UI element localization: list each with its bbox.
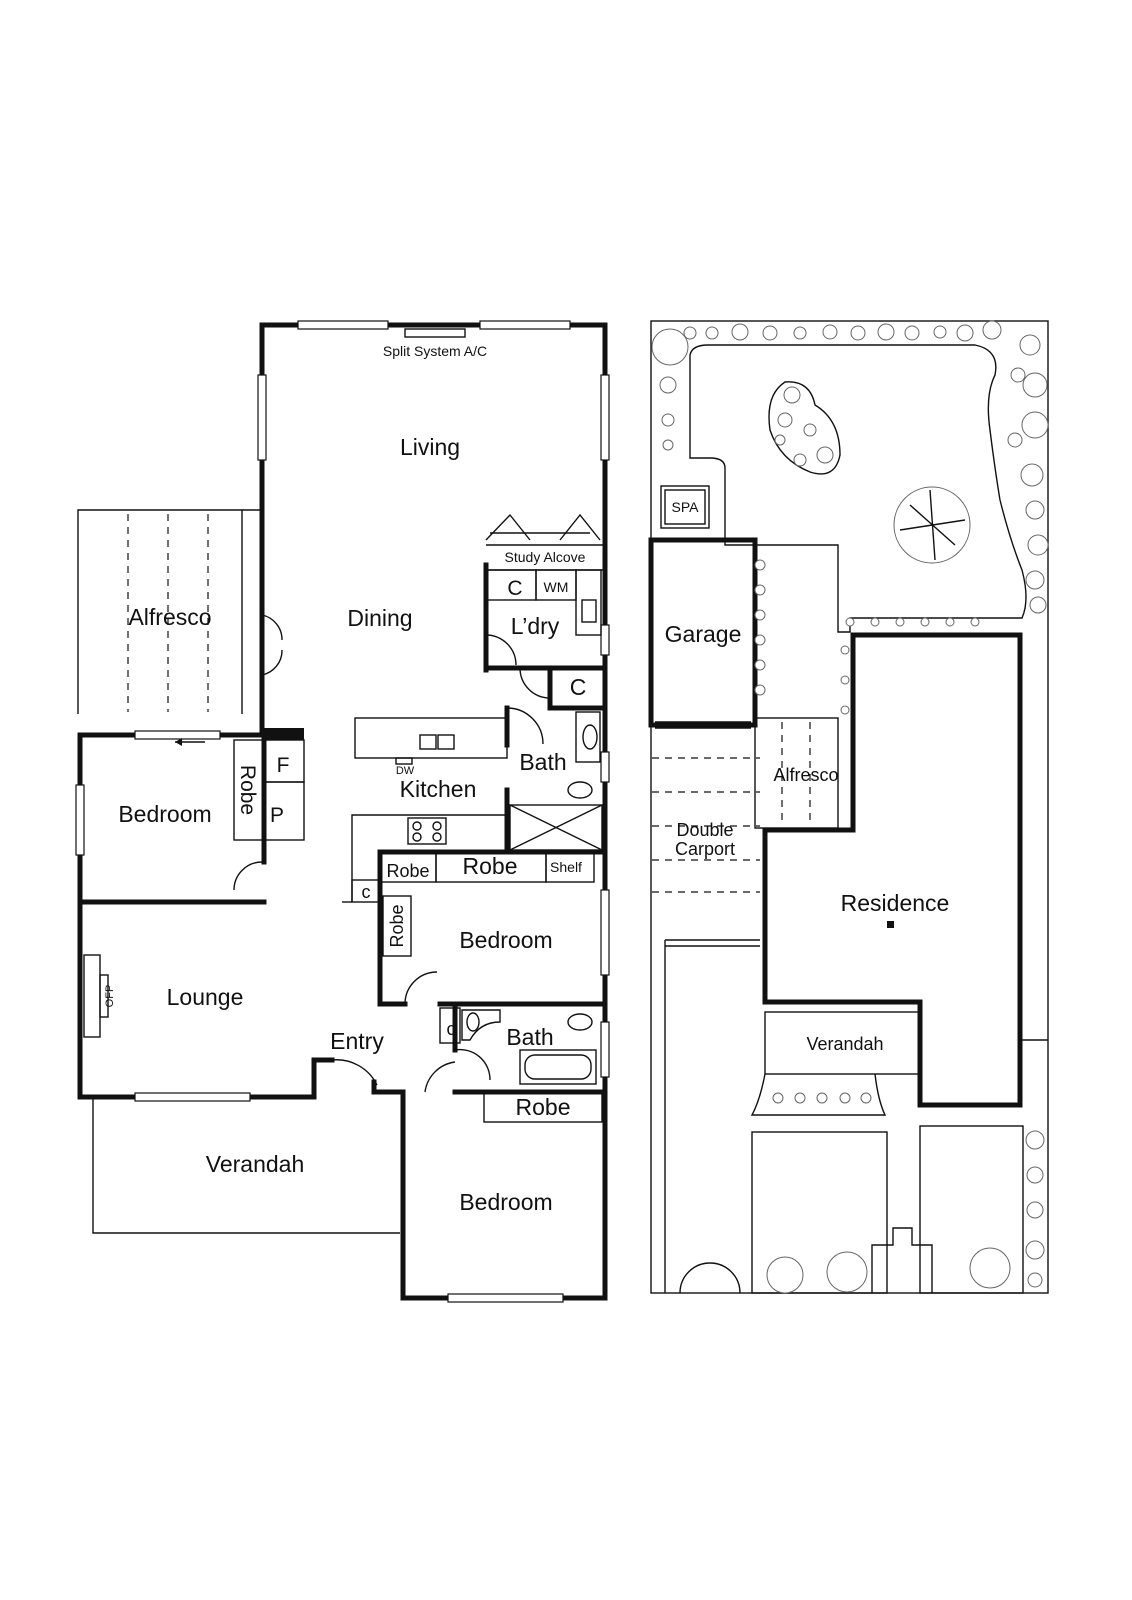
living-label: Living bbox=[400, 434, 460, 460]
kitchen-cupboard-label: c bbox=[362, 882, 371, 902]
shelf-label: Shelf bbox=[550, 859, 582, 875]
garage-label: Garage bbox=[665, 621, 742, 647]
carport-label: Carport bbox=[675, 839, 735, 859]
interior-walls bbox=[77, 562, 608, 1095]
residence-walls bbox=[762, 632, 1023, 1108]
bedroom-1-label: Bedroom bbox=[118, 801, 211, 827]
kitchen-label: Kitchen bbox=[400, 776, 477, 802]
bedroom-2-label: Bedroom bbox=[459, 927, 552, 953]
bath-cupboard-label: C bbox=[570, 674, 587, 700]
fixtures bbox=[83, 513, 605, 1123]
alfresco-label: Alfresco bbox=[128, 604, 211, 630]
bedroom-3-label: Bedroom bbox=[459, 1189, 552, 1215]
site-plan: SPA Garage Alfresco Double Carport Resid… bbox=[648, 320, 1049, 1294]
pantry-label: P bbox=[270, 804, 284, 827]
spa-box bbox=[660, 485, 710, 529]
spa-label: SPA bbox=[672, 499, 700, 515]
verandah-outline bbox=[92, 1098, 400, 1234]
floor-plan: Split System A/C Living Dining Alfresco … bbox=[75, 320, 610, 1303]
robe-vertical-label: Robe bbox=[387, 904, 407, 947]
garage-walls bbox=[648, 537, 758, 728]
carport-area bbox=[652, 757, 760, 1293]
windows bbox=[75, 320, 610, 1303]
site-alfresco-label: Alfresco bbox=[773, 765, 838, 785]
lounge-label: Lounge bbox=[167, 984, 244, 1010]
robe-main-label: Robe bbox=[463, 853, 518, 879]
site-alfresco bbox=[754, 717, 839, 829]
dw-label: DW bbox=[396, 765, 415, 777]
vegetation bbox=[651, 320, 1049, 1294]
garden-bed bbox=[689, 344, 1027, 633]
laundry-cupboard-label: C bbox=[507, 577, 522, 600]
ofp-label: OFP bbox=[104, 985, 116, 1008]
site-plan-labels: SPA Garage Alfresco Double Carport Resid… bbox=[665, 499, 950, 1054]
wm-label: WM bbox=[544, 579, 569, 595]
residence-label: Residence bbox=[841, 890, 950, 916]
entry-label: Entry bbox=[330, 1028, 384, 1054]
alfresco-area bbox=[77, 509, 260, 714]
robe-bed3-label: Robe bbox=[516, 1094, 571, 1120]
double-label: Double bbox=[676, 820, 733, 840]
robe-bed1-label: Robe bbox=[236, 765, 259, 815]
bath-2-label: Bath bbox=[506, 1024, 553, 1050]
dining-label: Dining bbox=[347, 605, 412, 631]
laundry-label: L’dry bbox=[511, 613, 560, 639]
verandah-label: Verandah bbox=[206, 1151, 304, 1177]
study-alcove-label: Study Alcove bbox=[505, 549, 586, 565]
floor-plan-labels: Split System A/C Living Dining Alfresco … bbox=[104, 343, 586, 1215]
site-verandah-label: Verandah bbox=[806, 1034, 883, 1054]
split-system-label: Split System A/C bbox=[383, 343, 487, 359]
site-verandah bbox=[764, 1011, 921, 1075]
bath-1-label: Bath bbox=[519, 749, 566, 775]
fridge-label: F bbox=[277, 754, 290, 777]
robe-left-label: Robe bbox=[386, 861, 429, 881]
site-boundary bbox=[650, 320, 1049, 1294]
entry-cupboard-label: c bbox=[447, 1019, 456, 1039]
